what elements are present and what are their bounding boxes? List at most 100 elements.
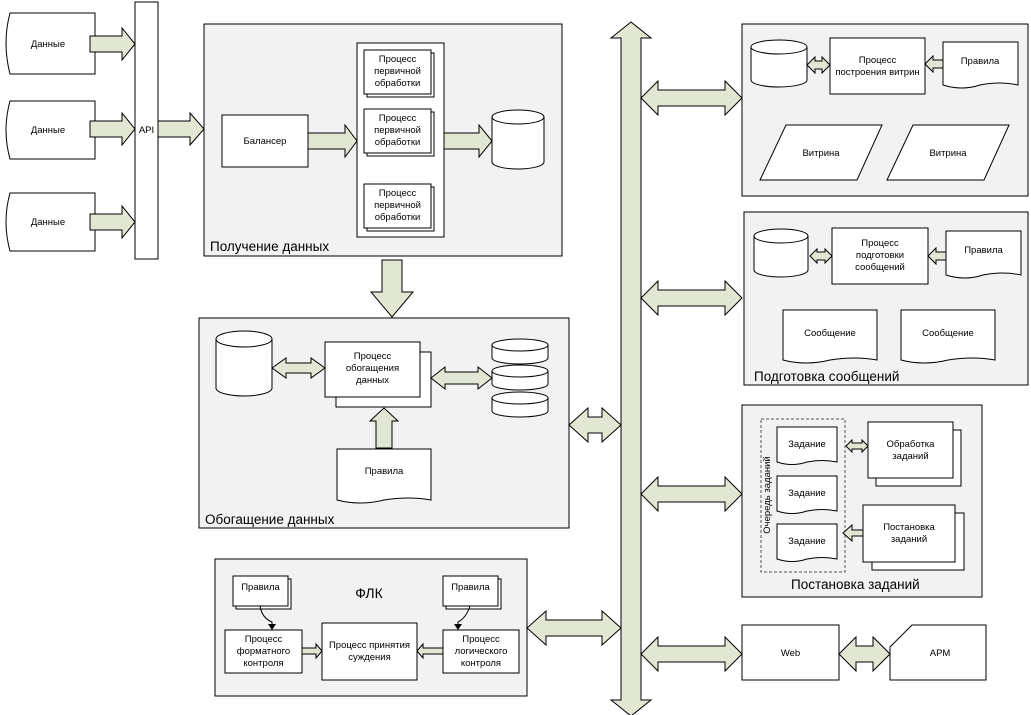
arrow-rules-logic-head	[454, 624, 462, 630]
showcase-process-line2: построения витрин	[835, 67, 919, 78]
messages-rules-label: Правила	[964, 245, 1003, 256]
judgement-line2: суждения	[348, 652, 391, 663]
showcase-1-label: Витрина	[802, 148, 840, 159]
arrow-setting-queue	[842, 523, 864, 543]
showcase-build-process: Процесс построения витрин	[829, 37, 926, 95]
arrow-web-arm	[838, 635, 891, 673]
arm-label: АРМ	[930, 648, 951, 659]
flk-rules-right-label: Правила	[451, 582, 490, 593]
web-label: Web	[781, 648, 800, 659]
messages-process: Процесс подготовки сообщений	[831, 227, 929, 285]
showcase-2-label: Витрина	[929, 148, 967, 159]
message-doc-1-label: Сообщение	[804, 328, 856, 339]
arrow-process-storage	[443, 123, 493, 159]
message-doc-1: Сообщение	[782, 309, 878, 364]
arrow-bus-showcases	[640, 79, 743, 117]
showcase-rules-label: Правила	[961, 56, 1000, 67]
data-source-3: Данные	[5, 192, 96, 252]
enrich-rules-label: Правила	[365, 466, 404, 477]
primary-process-2-line3: обработки	[375, 137, 421, 148]
api-bar: API	[134, 1, 159, 260]
task-setting-line1: Постановка	[883, 522, 935, 533]
logic-control-line3: контроля	[461, 658, 501, 669]
messages-storage-cylinder	[753, 228, 809, 278]
group-showcases: Процесс построения витрин Правила Витрин…	[741, 23, 1029, 197]
arrow-source2-api	[89, 111, 136, 147]
task-doc-1-label: Задание	[788, 439, 826, 450]
showcase-process-line1: Процесс	[859, 55, 897, 66]
judgement-process: Процесс принятия суждения	[321, 622, 418, 681]
message-doc-2: Сообщение	[900, 309, 996, 364]
arm-box: АРМ	[889, 624, 987, 681]
task-setting-process: Постановка заданий	[862, 504, 965, 571]
task-doc-3: Задание	[776, 523, 838, 562]
primary-process-1-line1: Процесс	[379, 54, 417, 65]
flk-rules-doc-left: Правила	[232, 575, 292, 610]
arrow-format-judgement	[301, 642, 323, 660]
primary-process-2: Процесс первичной обработки	[363, 108, 435, 157]
messages-process-line1: Процесс	[861, 238, 899, 249]
primary-process-1: Процесс первичной обработки	[363, 49, 435, 98]
task-setting-line2: заданий	[891, 534, 927, 545]
judgement-line1: Процесс принятия	[329, 640, 410, 651]
flk-rules-left-label: Правила	[241, 582, 280, 593]
data-source-1-label: Данные	[31, 39, 65, 50]
enrich-db-stack	[491, 338, 549, 418]
arrow-bus-messages	[640, 279, 743, 317]
enrichment-process-line1: Процесс	[354, 351, 392, 362]
enrich-rules-doc: Правила	[336, 448, 432, 504]
arrow-balancer-process	[307, 123, 358, 159]
primary-process-2-line2: первичной	[374, 125, 421, 136]
receive-storage-cylinder	[491, 109, 545, 170]
showcase-1: Витрина	[759, 124, 883, 181]
balancer-label: Балансер	[244, 136, 287, 147]
message-doc-2-label: Сообщение	[922, 328, 974, 339]
group-tasks: Постановка заданий Очередь заданий Задан…	[741, 404, 983, 598]
primary-process-3-line1: Процесс	[379, 188, 417, 199]
flk-rules-doc-right: Правила	[442, 575, 502, 610]
primary-process-1-line3: обработки	[375, 78, 421, 89]
arrow-source3-api	[89, 204, 136, 240]
primary-process-3-line3: обработки	[375, 212, 421, 223]
arrow-rules-enrich	[368, 407, 400, 449]
group-tasks-title: Постановка заданий	[791, 577, 920, 592]
arrow-rules-showcase-process	[924, 54, 944, 74]
balancer-box: Балансер	[221, 114, 309, 168]
arrow-logic-judgement	[416, 642, 444, 660]
format-control-line1: Процесс	[245, 634, 283, 645]
data-source-1: Данные	[5, 12, 96, 75]
data-source-2-label: Данные	[31, 125, 65, 136]
group-enrich-data: Обогащение данных Процесс обогащения дан…	[198, 317, 570, 529]
task-processing-line2: заданий	[892, 451, 928, 462]
primary-process-3-line2: первичной	[374, 200, 421, 211]
group-messages-title: Подготовка сообщений	[754, 369, 899, 384]
task-processing-process: Обработка заданий	[867, 421, 962, 487]
messages-process-line2: подготовки	[856, 250, 904, 261]
task-processing-line1: Обработка	[887, 439, 936, 450]
messages-process-line3: сообщений	[855, 262, 905, 273]
arrow-rules-format	[259, 605, 273, 630]
data-source-3-label: Данные	[31, 217, 65, 228]
arrow-api-receive	[157, 111, 205, 147]
messages-rules-doc: Правила	[945, 230, 1022, 279]
logic-control-line2: логического	[455, 646, 508, 657]
task-doc-2-label: Задание	[788, 488, 826, 499]
showcase-rules-doc: Правила	[942, 41, 1019, 89]
arrow-rules-logic	[457, 605, 471, 630]
arrow-enrich-bus	[568, 406, 622, 444]
arrow-source1-api	[89, 26, 136, 62]
api-label: API	[139, 125, 154, 136]
group-enrich-data-title: Обогащение данных	[205, 512, 335, 527]
group-receive-data: Получение данных Балансер Процесс первич…	[203, 23, 563, 257]
format-control-line2: форматного	[237, 646, 290, 657]
primary-process-2-line1: Процесс	[379, 113, 417, 124]
arrow-rules-messages-process	[927, 246, 947, 266]
enrichment-process-line3: данных	[356, 375, 389, 386]
logic-control-process: Процесс логического контроля	[442, 629, 520, 674]
arrow-receive-enrich	[369, 259, 415, 318]
group-receive-data-title: Получение данных	[210, 239, 329, 254]
arrow-bus-tasks	[640, 475, 743, 513]
primary-process-1-line2: первичной	[374, 66, 421, 77]
group-flk: ФЛК Правила Процесс форматного контроля …	[214, 558, 528, 697]
